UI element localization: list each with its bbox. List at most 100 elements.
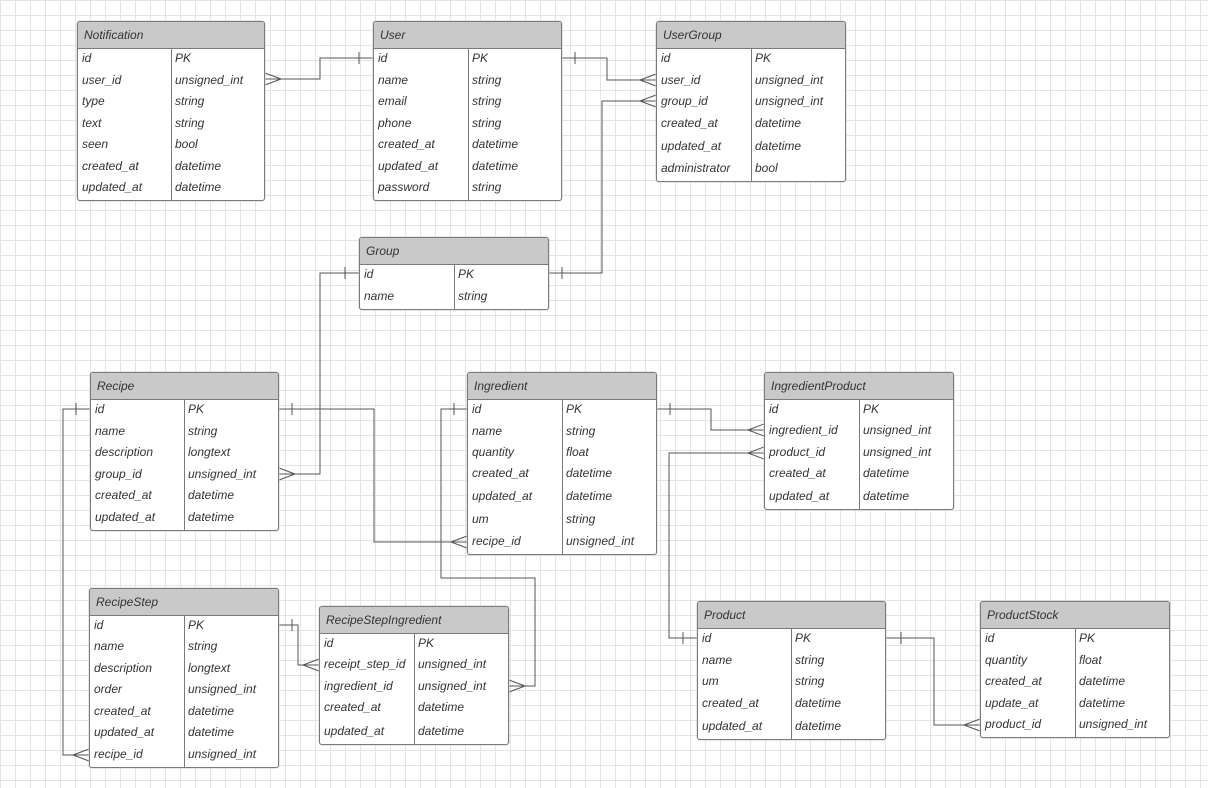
field-type: datetime xyxy=(188,704,235,718)
field-type: string xyxy=(472,116,502,130)
field-name: um xyxy=(472,512,489,526)
field-name: ingredient_id xyxy=(769,423,838,437)
field-name: created_at xyxy=(82,159,139,173)
field-type: unsigned_int xyxy=(175,73,244,87)
relationship-line xyxy=(562,57,656,81)
field-name: updated_at xyxy=(95,510,156,524)
field-row: name string xyxy=(698,652,885,668)
column-divider xyxy=(454,265,455,309)
field-name: name xyxy=(94,639,125,653)
field-type: string xyxy=(175,94,205,108)
field-type: string xyxy=(458,289,488,303)
entity-title: Product xyxy=(698,602,885,629)
field-type: PK xyxy=(472,51,489,65)
field-type: PK xyxy=(755,51,772,65)
field-type: string xyxy=(472,94,502,108)
field-type: unsigned_int xyxy=(863,445,932,459)
field-name: created_at xyxy=(661,116,718,130)
field-type: datetime xyxy=(566,489,613,503)
field-name: ingredient_id xyxy=(324,679,393,693)
many-marker xyxy=(278,467,296,481)
field-name: updated_at xyxy=(82,180,143,194)
field-type: datetime xyxy=(795,696,842,710)
field-type: unsigned_int xyxy=(863,423,932,437)
field-type: datetime xyxy=(175,159,222,173)
field-name: id xyxy=(702,631,712,645)
field-name: id xyxy=(364,267,374,281)
field-name: name xyxy=(702,653,733,667)
field-type: unsigned_int xyxy=(188,747,257,761)
field-type: PK xyxy=(188,618,205,632)
relationship-line xyxy=(279,408,467,543)
field-name: recipe_id xyxy=(472,534,521,548)
field-row: updated_at datetime xyxy=(468,488,656,504)
field-type: string xyxy=(566,424,596,438)
relationship-line xyxy=(279,272,359,475)
column-divider xyxy=(184,616,185,767)
many-marker xyxy=(639,73,657,87)
column-divider xyxy=(184,400,185,530)
field-row: name string xyxy=(360,288,548,304)
field-type: unsigned_int xyxy=(566,534,635,548)
entity-title: RecipeStep xyxy=(90,589,278,616)
field-row: created_at datetime xyxy=(78,158,264,174)
field-type: PK xyxy=(1079,631,1096,645)
many-marker xyxy=(450,535,468,549)
field-type: PK xyxy=(795,631,812,645)
field-name: id xyxy=(324,636,334,650)
field-name: id xyxy=(94,618,104,632)
field-type: datetime xyxy=(755,116,802,130)
field-type: datetime xyxy=(472,159,519,173)
field-type: unsigned_int xyxy=(418,657,487,671)
field-name: updated_at xyxy=(472,489,533,503)
field-type: string xyxy=(795,653,825,667)
field-name: text xyxy=(82,116,102,130)
entity-title: Recipe xyxy=(91,373,278,400)
field-name: created_at xyxy=(472,466,529,480)
field-name: password xyxy=(378,180,430,194)
column-divider xyxy=(791,629,792,739)
field-type: unsigned_int xyxy=(188,467,257,481)
field-type: PK xyxy=(175,51,192,65)
field-row: recipe_id unsigned_int xyxy=(468,533,656,549)
field-name: name xyxy=(364,289,395,303)
entity-title: User xyxy=(374,22,561,49)
field-type: datetime xyxy=(418,700,465,714)
many-marker xyxy=(963,718,981,732)
field-type: unsigned_int xyxy=(1079,717,1148,731)
field-name: name xyxy=(378,73,409,87)
